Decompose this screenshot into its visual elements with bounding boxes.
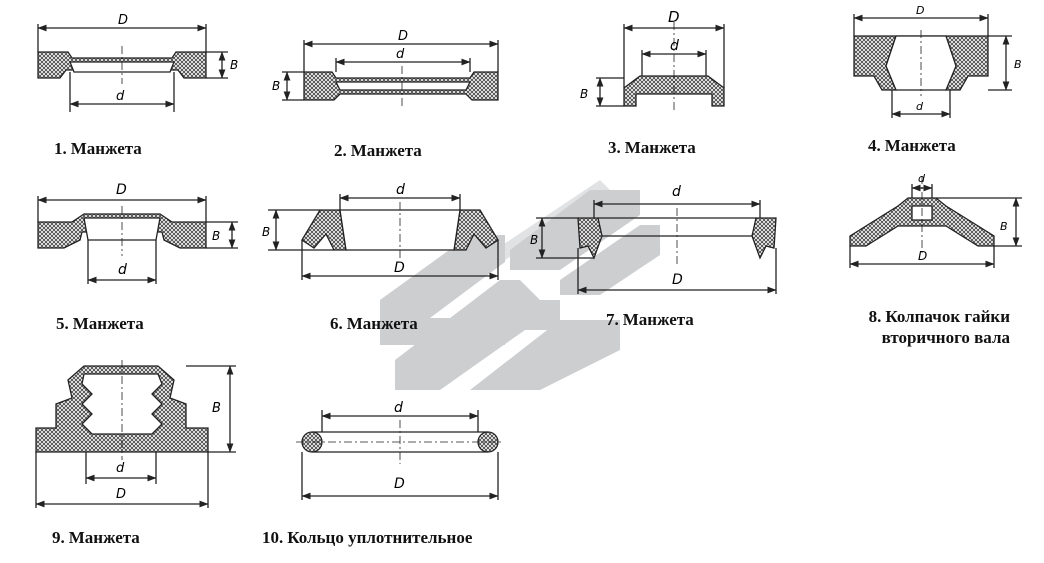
part-2-dim-D: D [398, 29, 408, 44]
part-3-dim-d: d [670, 38, 679, 54]
part-3-number: 3. [608, 138, 621, 157]
part-8-number: 8. [868, 307, 882, 326]
part-8-dim-B: B [1000, 220, 1008, 233]
part-2-caption: 2.Манжета [334, 140, 422, 161]
part-7-number: 7. [606, 310, 619, 329]
part-5-caption: 5.Манжета [56, 313, 144, 334]
part-10-dim-d: d [394, 400, 403, 416]
part-1-number: 1. [54, 139, 67, 158]
part-10-dim-D: D [394, 476, 405, 492]
part-3-caption: 3.Манжета [608, 137, 696, 158]
part-4-label: Манжета [884, 136, 956, 155]
part-7-label: Манжета [622, 310, 694, 329]
part-5-number: 5. [56, 314, 69, 333]
part-2-cuff-drawing [282, 40, 499, 106]
part-7-caption: 7.Манжета [606, 309, 694, 330]
part-10-label: Кольцо уплотнительное [287, 528, 473, 547]
part-9-caption: 9.Манжета [52, 527, 140, 548]
part-10-caption: 10.Кольцо уплотнительное [262, 527, 472, 548]
part-1-dim-d: d [116, 89, 125, 104]
part-3-label: Манжета [624, 138, 696, 157]
part-7-cuff-drawing [536, 200, 777, 294]
part-10-sealing-ring-drawing [296, 410, 504, 500]
part-5-dim-B: B [212, 229, 220, 243]
part-9-cuff-drawing [35, 360, 236, 508]
part-6-caption: 6.Манжета [330, 313, 418, 334]
part-6-dim-d: d [396, 182, 405, 198]
part-6-label: Манжета [346, 314, 418, 333]
part-4-number: 4. [868, 136, 881, 155]
part-8-label-line2: вторичного вала [881, 328, 1010, 347]
part-4-dim-d: d [916, 100, 924, 113]
part-2-dim-d: d [396, 47, 405, 62]
part-1-dim-B: B [230, 58, 238, 72]
part-9-dim-B: B [212, 401, 221, 416]
part-9-dim-d: d [116, 461, 125, 476]
part-8-dim-D: D [918, 249, 927, 263]
part-7-dim-B: B [530, 233, 538, 247]
part-5-dim-D: D [116, 182, 127, 198]
part-6-dim-D: D [394, 260, 405, 276]
part-6-dim-B: B [262, 225, 270, 239]
part-2-number: 2. [334, 141, 347, 160]
part-9-dim-D: D [116, 487, 126, 502]
part-1-cuff-drawing [37, 24, 228, 112]
part-9-label: Манжета [68, 528, 140, 547]
part-4-dim-D: D [916, 4, 924, 17]
part-1-label: Манжета [70, 139, 142, 158]
part-7-dim-d: d [672, 184, 681, 200]
part-4-caption: 4.Манжета [868, 135, 956, 156]
part-5-dim-d: d [118, 262, 127, 278]
part-6-cuff-drawing [268, 194, 499, 280]
part-2-label: Манжета [350, 141, 422, 160]
part-7-dim-D: D [672, 272, 683, 288]
part-5-cuff-drawing [37, 196, 238, 284]
part-8-dim-d: d [918, 172, 926, 185]
part-10-number: 10. [262, 528, 284, 547]
part-6-number: 6. [330, 314, 343, 333]
part-8-nut-cap-drawing [849, 176, 1022, 268]
part-3-cuff-drawing [596, 22, 725, 112]
part-1-caption: 1.Манжета [54, 138, 142, 159]
part-8-caption: 8.Колпачок гайки вторичного вала [820, 306, 1010, 348]
part-1-dim-D: D [118, 13, 128, 28]
part-4-cuff-drawing [853, 14, 1012, 118]
part-8-label: Колпачок гайки [885, 307, 1010, 326]
part-4-dim-B: B [1014, 58, 1022, 71]
part-9-number: 9. [52, 528, 65, 547]
part-5-label: Манжета [72, 314, 144, 333]
part-2-dim-B: B [272, 79, 280, 93]
part-3-dim-B: B [580, 87, 588, 101]
part-3-dim-D: D [668, 8, 680, 26]
